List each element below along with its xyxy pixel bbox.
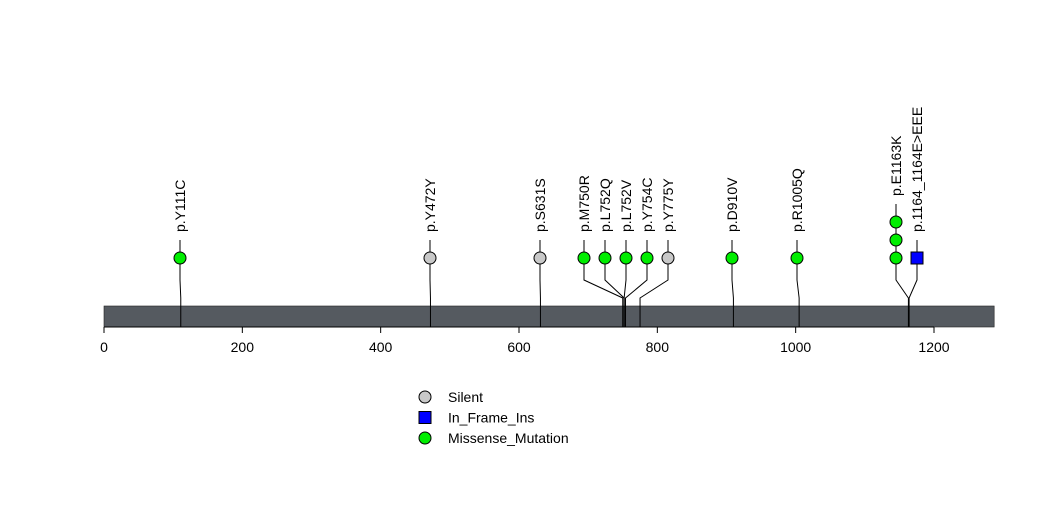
lollipop-head-circle — [726, 252, 738, 264]
lollipop-head-circle — [620, 252, 632, 264]
x-tick-label: 1200 — [918, 339, 949, 355]
lollipop-head-circle — [662, 252, 674, 264]
lollipop-head-circle — [578, 252, 590, 264]
mutation-label: p.L752V — [618, 179, 634, 232]
legend-label: Silent — [448, 389, 483, 405]
legend-circle-icon — [419, 391, 431, 403]
legend-circle-icon — [419, 432, 431, 444]
lollipop-head-circle — [890, 234, 902, 246]
lollipop-head-square — [911, 252, 923, 264]
lollipop-head-circle — [641, 252, 653, 264]
mutation-label: p.Y111C — [172, 180, 188, 232]
x-tick-label: 200 — [231, 339, 255, 355]
mutation-label: p.D910V — [724, 177, 740, 232]
legend-label: In_Frame_Ins — [448, 410, 534, 426]
mutation-label: p.L752Q — [597, 178, 613, 232]
lollipop-head-circle — [599, 252, 611, 264]
legend-label: Missense_Mutation — [448, 430, 569, 446]
protein-bar — [104, 306, 994, 327]
lollipop-head-circle — [890, 216, 902, 228]
lollipop-head-circle — [890, 252, 902, 264]
mutation-label: p.Y775Y — [660, 178, 676, 232]
lollipop-head-circle — [174, 252, 186, 264]
mutation-label: p.M750R — [576, 175, 592, 232]
mutation-label: p.R1005Q — [789, 168, 805, 232]
lollipop-head-circle — [534, 252, 546, 264]
mutation-label: p.1164_1164E>EEE — [909, 107, 925, 232]
mutation-label: p.S631S — [532, 178, 548, 232]
legend-square-icon — [419, 412, 431, 424]
mutation-label: p.E1163K — [888, 135, 904, 196]
mutation-label: p.Y754C — [639, 178, 655, 232]
x-tick-label: 800 — [646, 339, 670, 355]
x-tick-label: 600 — [507, 339, 531, 355]
lollipop-head-circle — [424, 252, 436, 264]
mutation-label: p.Y472Y — [422, 178, 438, 232]
x-tick-label: 0 — [100, 339, 108, 355]
x-tick-label: 400 — [369, 339, 393, 355]
lollipop-head-circle — [791, 252, 803, 264]
x-tick-label: 1000 — [780, 339, 811, 355]
